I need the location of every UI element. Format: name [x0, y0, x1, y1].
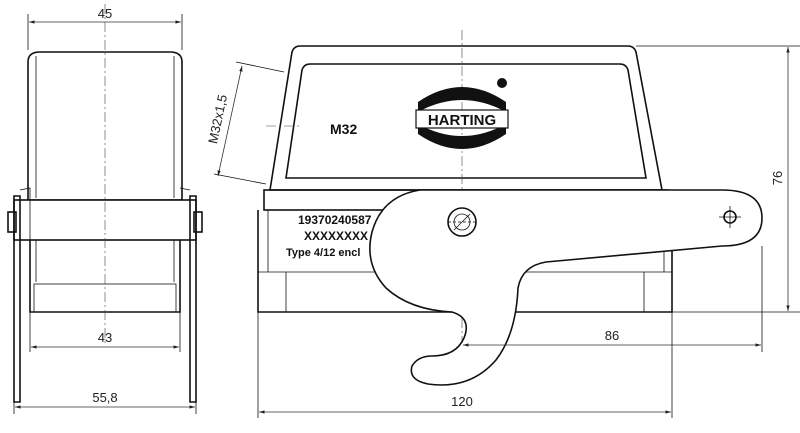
- locking-lever: [369, 189, 763, 386]
- front-view: M32 HARTING 19370240587 XXXXXXXX Type 4/…: [205, 30, 800, 418]
- harting-logo: HARTING: [415, 78, 509, 149]
- dim-lever-offset: 86: [605, 328, 619, 343]
- dim-overall-length: 120: [451, 394, 473, 409]
- dim-side-inner-width: 43: [98, 330, 112, 345]
- lever-pin: [719, 206, 741, 228]
- type-rating-text: Type 4/12 encl: [286, 247, 360, 259]
- cable-entry-label: M32: [330, 121, 357, 137]
- dim-side-top-width: 45: [98, 6, 112, 21]
- brand-logo-text: HARTING: [428, 112, 496, 129]
- placeholder-code-text: XXXXXXXX: [304, 229, 368, 243]
- pivot-screw: [447, 207, 477, 237]
- dim-height: 76: [770, 171, 785, 185]
- dim-side-overall-width: 55,8: [92, 390, 117, 405]
- side-view: 45 43 55,8: [7, 4, 203, 414]
- part-number-text: 19370240587: [298, 213, 372, 227]
